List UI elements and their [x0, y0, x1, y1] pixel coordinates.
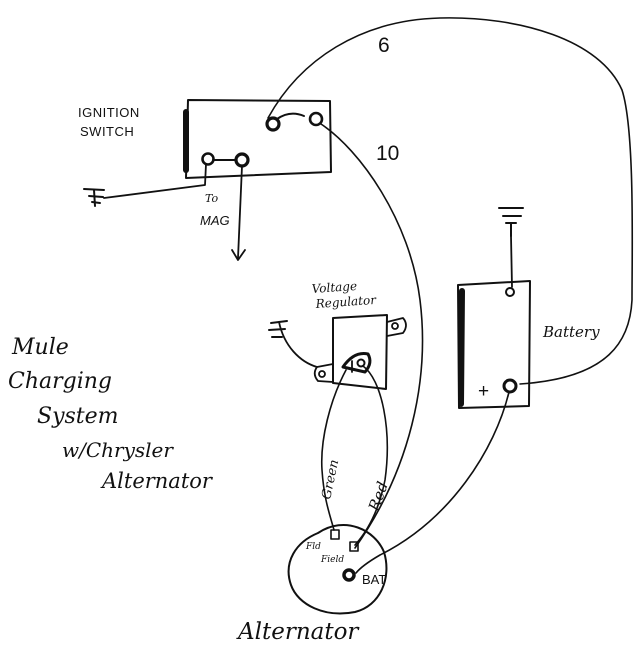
- battery-positive-terminal: [502, 378, 518, 394]
- to-mag-label-line2: MAG: [200, 213, 230, 228]
- alternator-bat-label: BAT: [362, 572, 386, 587]
- alternator-bat-terminal: [342, 568, 356, 582]
- ground-icon: [83, 163, 207, 207]
- green-wire-label: Green: [319, 458, 342, 501]
- alternator-field-label-2: Field: [320, 555, 344, 565]
- voltage-regulator: [313, 314, 407, 390]
- wire-10: [320, 123, 424, 549]
- wire-red: [354, 365, 388, 546]
- wire-6: [267, 17, 634, 385]
- voltage-regulator-label-line1: Voltage: [311, 279, 357, 296]
- diagram-title: Mule Charging System w/Chrysler Alternat…: [8, 335, 214, 493]
- ignition-switch-label-line1: IGNITION: [78, 105, 140, 120]
- battery-plus-label: +: [478, 381, 489, 402]
- wire-10-label: 10: [376, 142, 399, 165]
- title-line-4: w/Chrysler: [62, 438, 174, 462]
- wire-6-label: 6: [378, 34, 390, 57]
- ignition-terminal-ground: [201, 152, 215, 166]
- red-wire-label: Red: [365, 479, 392, 514]
- ground-icon: [268, 320, 318, 368]
- ignition-terminal-mag: [234, 152, 250, 168]
- voltage-regulator-label-line2: Regulator: [314, 293, 377, 311]
- to-mag-label-line1: To: [205, 192, 218, 205]
- wire-battery-to-bat: [355, 391, 510, 574]
- title-line-5: Alternator: [100, 469, 214, 493]
- ignition-terminal-run: [308, 111, 324, 127]
- wire-green: [320, 369, 347, 531]
- ground-icon: [498, 207, 524, 237]
- ignition-switch-label-line2: SWITCH: [80, 124, 134, 139]
- alternator: [287, 524, 388, 615]
- to-mag-arrow: [231, 165, 246, 261]
- title-line-3: System: [37, 404, 119, 429]
- alternator-field-terminal-2: [349, 541, 359, 552]
- ignition-terminal-batt: [265, 116, 281, 132]
- ignition-switch: [183, 99, 332, 179]
- title-line-2: Charging: [8, 369, 112, 394]
- alternator-label: Alternator: [236, 619, 360, 645]
- battery-negative-terminal: [505, 287, 515, 297]
- battery: [457, 235, 531, 409]
- battery-label: Battery: [542, 323, 600, 341]
- title-line-1: Mule: [11, 335, 69, 360]
- alternator-field-label-1: Fld: [305, 542, 321, 552]
- alternator-field-terminal-1: [330, 529, 340, 540]
